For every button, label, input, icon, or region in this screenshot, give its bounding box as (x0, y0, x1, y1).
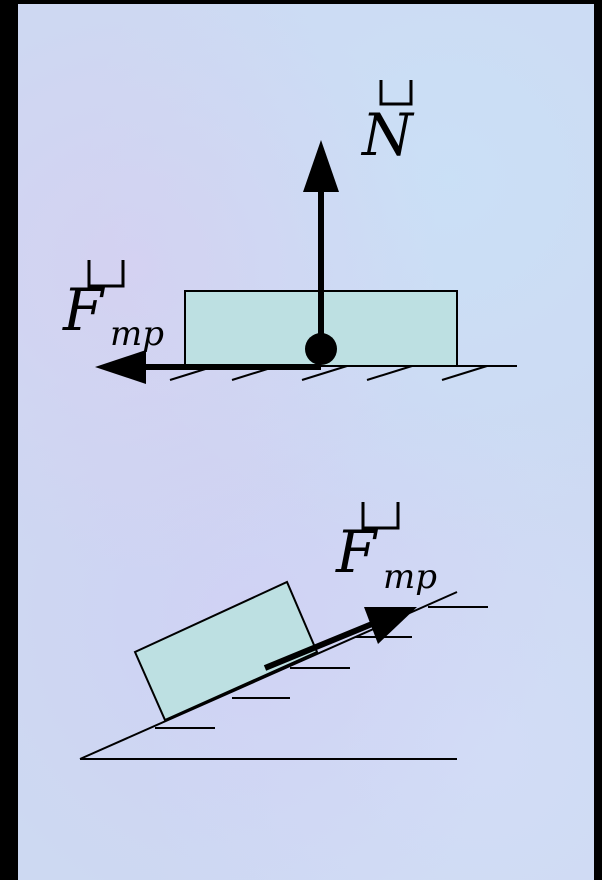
friction-force-label-top: F mp (62, 260, 164, 354)
diagram-panel (18, 4, 594, 880)
friction-force-subscript-bottom: mp (383, 557, 437, 597)
friction-force-symbol-top: F (62, 276, 105, 344)
vector-mark-icon (87, 260, 125, 288)
normal-force-symbol: N (360, 101, 415, 169)
friction-force-subscript-top: mp (110, 314, 164, 354)
friction-force-arrow-top (95, 350, 321, 384)
friction-force-label-bottom: F mp (335, 502, 437, 597)
top-diagram: N F mp (62, 80, 517, 384)
application-point (305, 333, 337, 365)
friction-force-symbol-bottom: F (335, 518, 378, 586)
normal-force-label: N (360, 80, 415, 169)
incline-hatching (155, 606, 488, 729)
incline-block (133, 580, 319, 722)
vector-mark-icon (361, 502, 400, 530)
vector-mark-icon (379, 80, 413, 106)
normal-force-arrow (303, 140, 339, 350)
friction-force-arrow-bottom (263, 607, 417, 671)
bottom-diagram: F mp (79, 502, 488, 760)
